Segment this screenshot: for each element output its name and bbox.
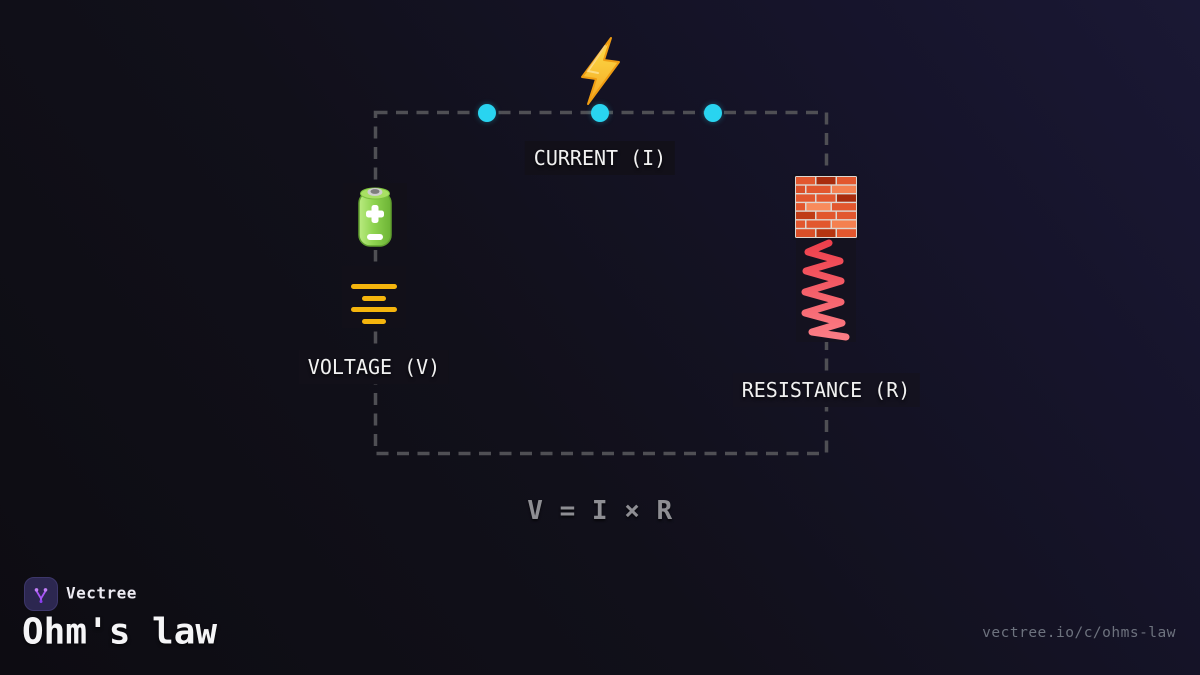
ohms-law-formula: V = I × R (527, 496, 673, 526)
vectree-logo-icon (34, 588, 48, 603)
voltage-label: VOLTAGE (V) (298, 350, 450, 384)
card-title: Ohm's law (22, 611, 218, 653)
brick-wall-icon (793, 174, 859, 240)
resistor-coil-icon (796, 238, 856, 342)
current-flow-dot (478, 104, 496, 122)
voltage-level-icon (342, 266, 406, 328)
current-flow-dot (591, 104, 609, 122)
vectree-logo (24, 577, 58, 611)
resistance-label: RESISTANCE (R) (732, 373, 920, 407)
current-flow-dot (704, 104, 722, 122)
card-url: vectree.io/c/ohms-law (982, 625, 1176, 641)
current-label: CURRENT (I) (524, 141, 676, 175)
brand-name: Vectree (66, 583, 137, 603)
battery-icon (343, 183, 407, 250)
high-voltage-bolt (581, 37, 620, 105)
high-voltage-icon (570, 34, 630, 108)
